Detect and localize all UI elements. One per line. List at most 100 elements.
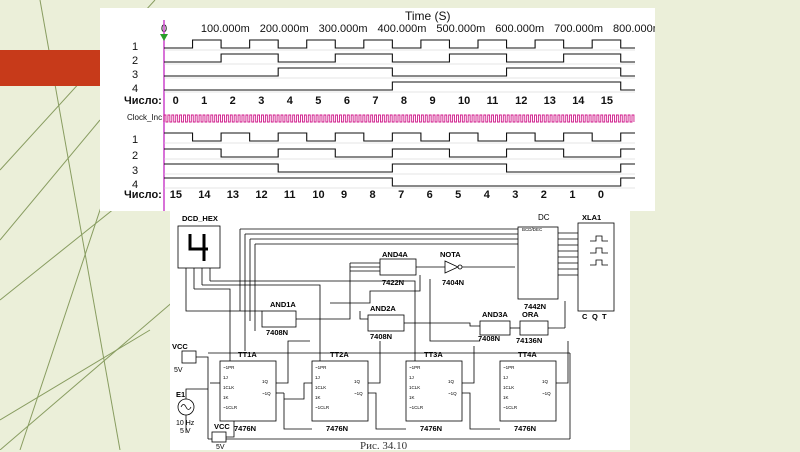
channel-label: 2 <box>132 55 138 67</box>
count-value: 3 <box>512 189 518 201</box>
flipflop-pin-label: 1Q <box>448 379 455 384</box>
gate-chip-label: 7408N <box>478 334 500 343</box>
flipflop-pin-label: 1J <box>409 375 414 380</box>
count-value: 8 <box>401 95 407 107</box>
cursor-marker-icon <box>160 34 168 41</box>
clock-label: Clock_Inc <box>127 113 162 122</box>
bottom-waveforms <box>164 132 635 189</box>
count-value: 14 <box>198 189 211 201</box>
ff-tt3a <box>405 360 463 422</box>
flipflop-pin-label: 1Q <box>542 379 549 384</box>
flipflop-chip-label: 7476N <box>326 424 348 433</box>
count-value: 11 <box>284 189 296 201</box>
time-tick-label: 700.000m <box>554 23 603 35</box>
count-value: 8 <box>370 189 376 201</box>
or-gate <box>519 320 549 336</box>
clock-waveform <box>163 114 635 123</box>
count-value: 7 <box>372 95 378 107</box>
flipflop-pin-label: 1CLK <box>223 385 234 390</box>
flipflop-name-label: TT1A <box>238 350 257 359</box>
count-value: 5 <box>455 189 461 201</box>
flipflop-pin-label: 1CLK <box>409 385 420 390</box>
display-digit-segments <box>188 234 208 261</box>
gate-name-label: AND1A <box>270 300 296 309</box>
flipflop-name-label: TT3A <box>424 350 443 359</box>
channel-label: 3 <box>132 165 138 177</box>
count-value: 12 <box>515 95 527 107</box>
gate-name-label: AND3A <box>482 310 508 319</box>
figure-caption: Рис. 34.10 <box>360 440 408 452</box>
flipflop-pin-label: ~1Q <box>542 391 551 396</box>
gate-chip-label: 74136N <box>516 336 542 345</box>
flipflop-pin-label: ~1PR <box>409 365 421 370</box>
time-tick-label: 800.000m <box>613 23 655 35</box>
ff-tt2a <box>311 360 369 422</box>
circuit-schematic: DCD_HEX DC BCD/DEC 7442N XLA1 CQT AND4A7… <box>172 213 615 450</box>
count-value: 9 <box>341 189 347 201</box>
flipflop-name-label: TT4A <box>518 350 537 359</box>
count-value: 12 <box>255 189 267 201</box>
time-tick-label: 500.000m <box>436 23 485 35</box>
count-value: 6 <box>427 189 433 201</box>
waveform-up-1 <box>164 39 635 49</box>
waveform-down-4 <box>164 177 635 187</box>
timing-diagram-panel: Time (S) 0100.000m200.000m300.000m400.00… <box>100 8 655 211</box>
count-label-down: Число: <box>124 189 162 201</box>
count-value: 14 <box>572 95 585 107</box>
count-label-up: Число: <box>124 95 162 107</box>
flipflop-pin-label: ~1Q <box>262 391 271 396</box>
gate-chip-label: 7422N <box>382 278 404 287</box>
gate-name-label: ORA <box>522 310 539 319</box>
waveform-down-2 <box>164 148 635 158</box>
time-tick-label: 300.000m <box>319 23 368 35</box>
analyzer-pin-label: Q <box>592 312 598 321</box>
flipflop-pin-label: 1Q <box>262 379 269 384</box>
waveform-up-3 <box>164 67 635 77</box>
channel-label: 1 <box>132 41 138 53</box>
flipflop-pin-label: 1J <box>503 375 508 380</box>
count-value: 15 <box>170 189 182 201</box>
analyzer-pin-label: C <box>582 312 588 321</box>
flipflop-pin-label: ~1CLR <box>503 405 518 410</box>
vcc-top-source <box>181 350 197 364</box>
time-tick-labels: 0100.000m200.000m300.000m400.000m500.000… <box>161 23 655 35</box>
flipflop-pin-label: 1K <box>503 395 509 400</box>
count-value: 10 <box>312 189 324 201</box>
flipflop-pin-label: 1CLK <box>315 385 326 390</box>
flipflop-pin-label: ~1CLR <box>223 405 238 410</box>
channel-label: 3 <box>132 69 138 81</box>
channel-label: 1 <box>132 134 138 146</box>
vcc-bottom-label: VCC <box>214 422 230 431</box>
vcc-top-label: VCC <box>172 342 188 351</box>
clock-signal <box>163 114 635 123</box>
count-value: 0 <box>598 189 604 201</box>
gate-chip-label: 7408N <box>266 328 288 337</box>
channel-label: 4 <box>132 179 138 191</box>
count-value: 4 <box>287 95 294 107</box>
source-freq: 10 Hz <box>176 420 195 427</box>
flipflop-pin-label: 1CLK <box>503 385 514 390</box>
and3a-gate <box>479 320 511 336</box>
waveform-down-1 <box>164 132 635 142</box>
count-value: 9 <box>429 95 435 107</box>
count-value: 2 <box>541 189 547 201</box>
count-value: 1 <box>201 95 207 107</box>
flipflop-pin-label: 1Q <box>354 379 361 384</box>
flipflop-pin-label: 1K <box>315 395 321 400</box>
gate-chip-label: 7404N <box>442 278 464 287</box>
top-waveforms <box>164 39 635 93</box>
count-value: 6 <box>344 95 350 107</box>
decoder-label: DC <box>538 213 550 222</box>
flipflop-chip-label: 7476N <box>420 424 442 433</box>
flipflop-pin-label: 1K <box>409 395 415 400</box>
time-tick-label: 100.000m <box>201 23 250 35</box>
waveform-down-3 <box>164 163 635 173</box>
ff-tt1a <box>219 360 277 422</box>
count-value: 0 <box>173 95 179 107</box>
waveform-up-4 <box>164 81 635 91</box>
flipflop-pin-label: ~1Q <box>354 391 363 396</box>
hex-display <box>177 225 221 269</box>
